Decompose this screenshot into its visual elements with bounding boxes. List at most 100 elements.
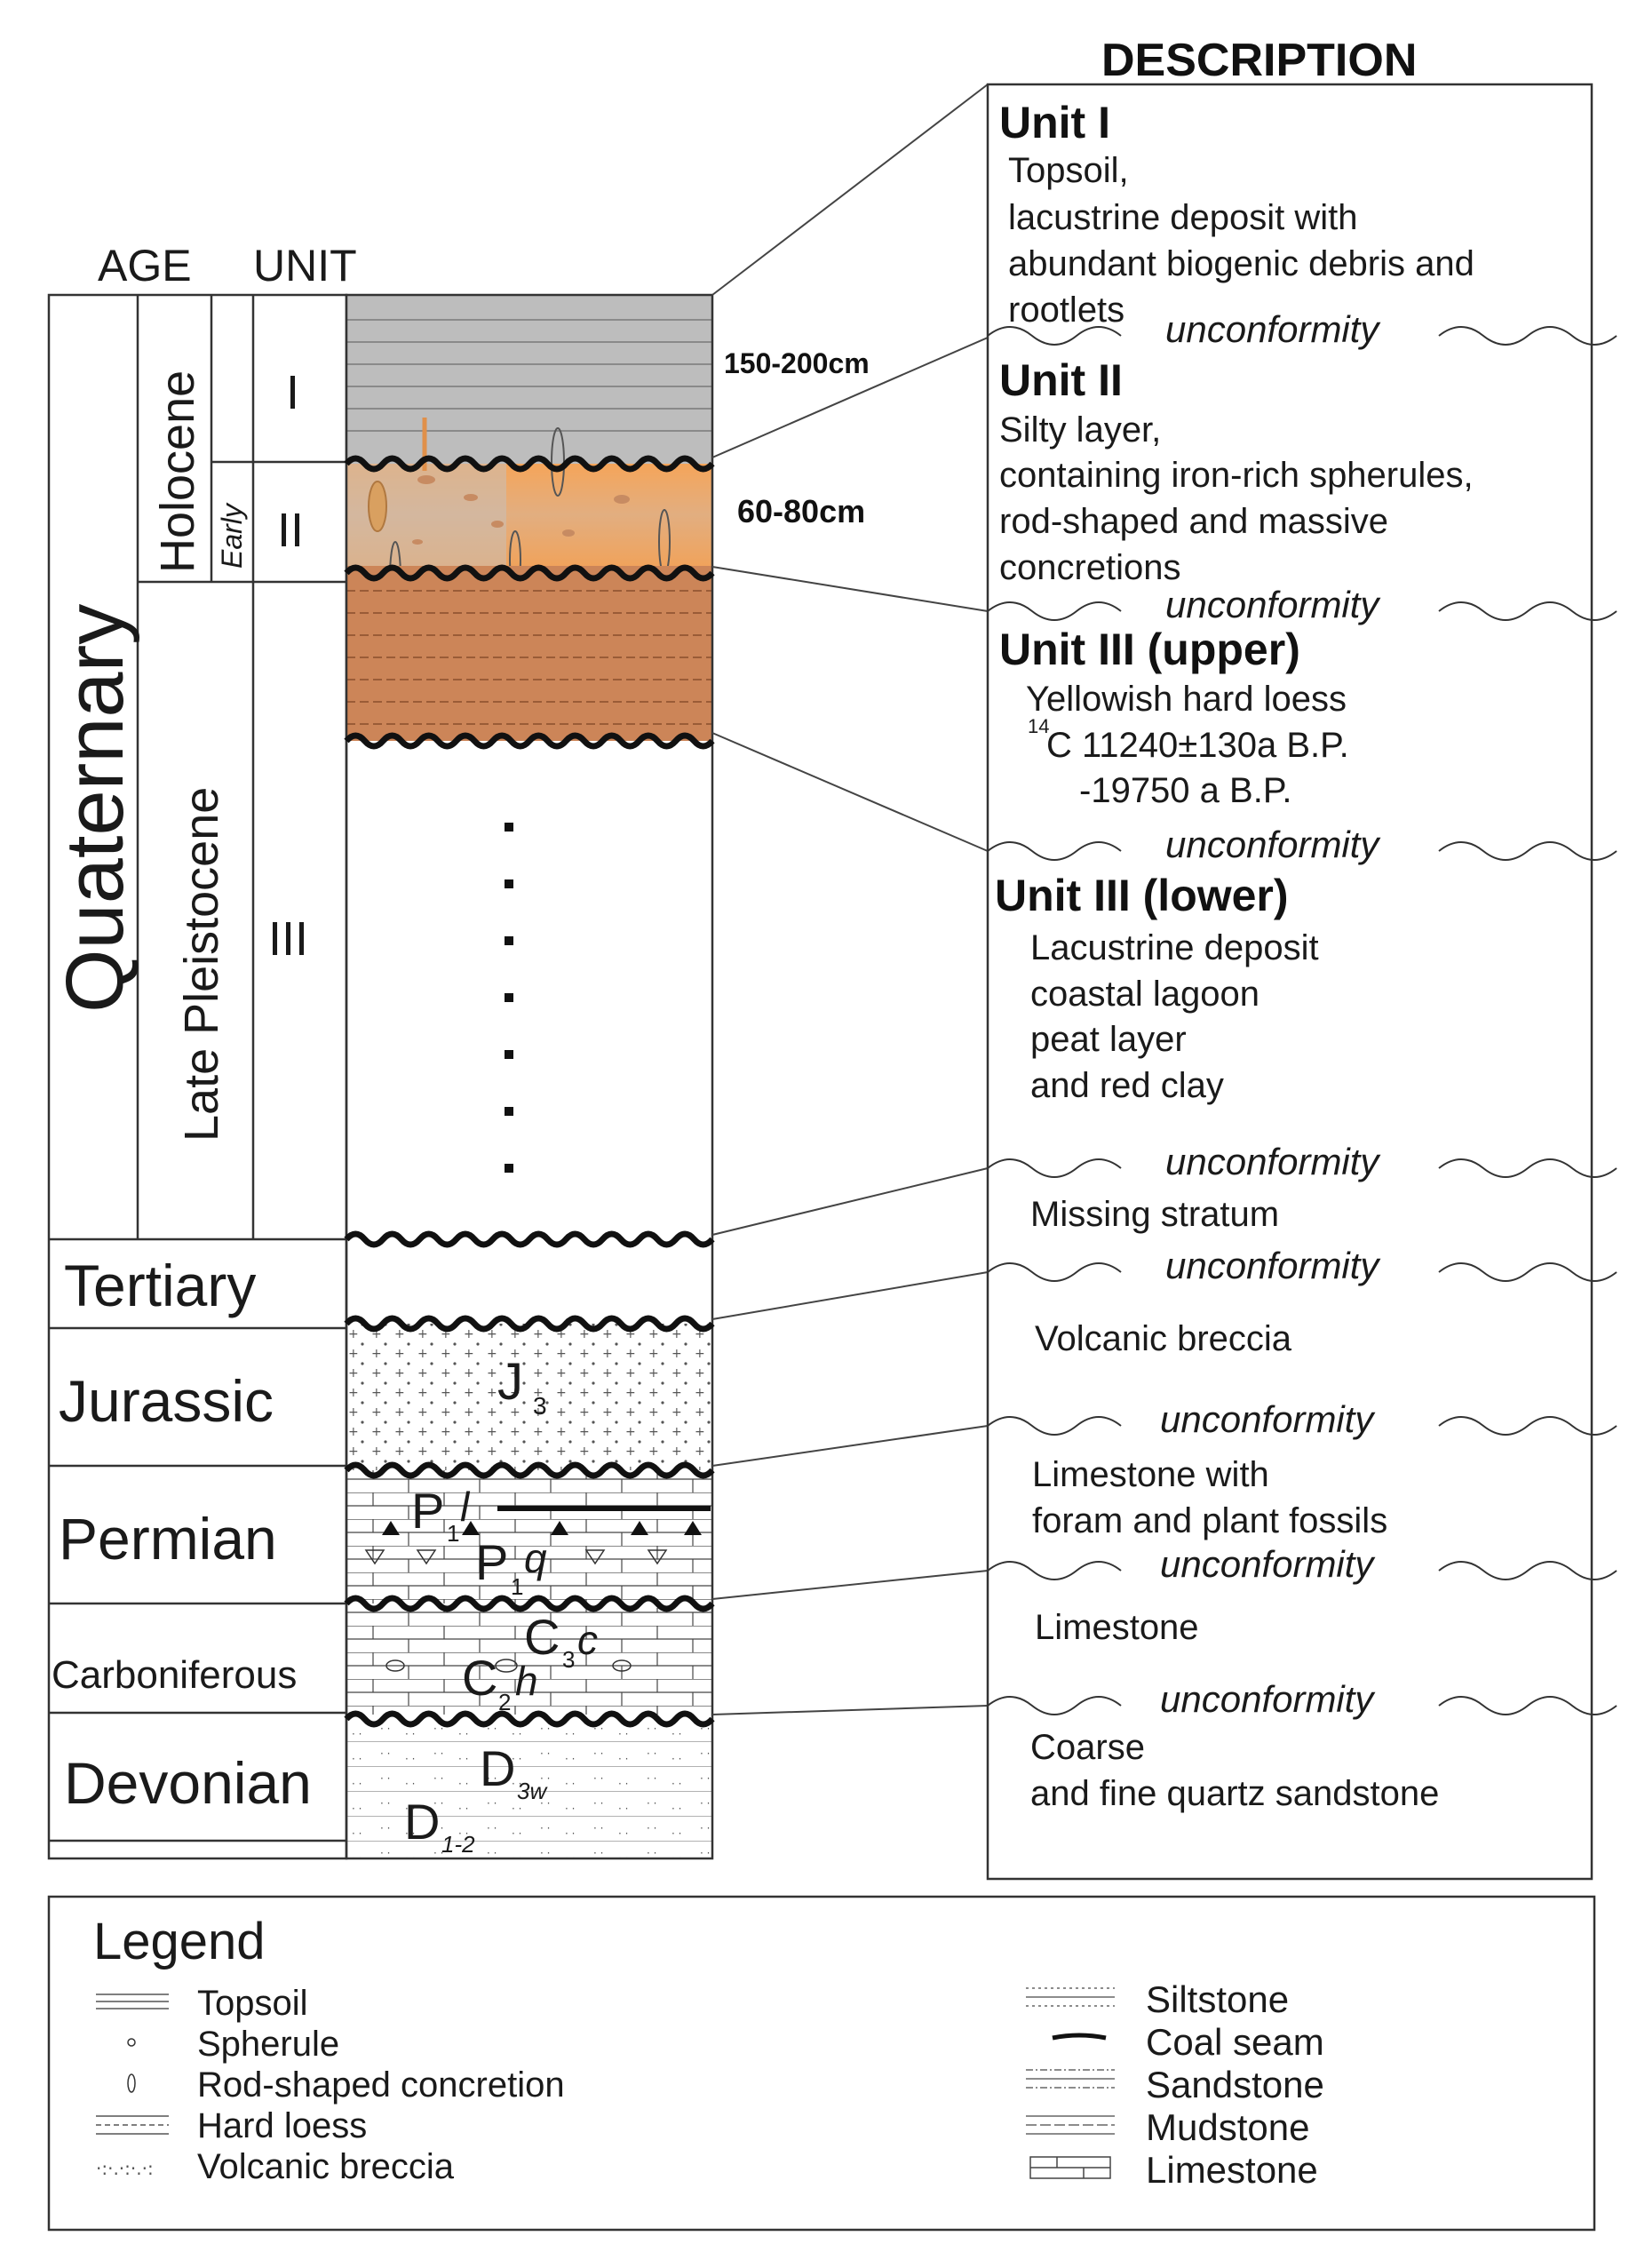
topsoil-lines [346, 319, 712, 432]
legend-rod-symbol [127, 2073, 136, 2093]
legend-item: Sandstone [1146, 2064, 1324, 2105]
desc-unit2: Unit II Silty layer, containing iron-ric… [999, 355, 1474, 587]
legend-sandstone-symbol [1026, 2069, 1115, 2089]
connector-lines [711, 84, 989, 1715]
description-unconformity-waves [987, 326, 1617, 1715]
layer-hard-loess [346, 566, 712, 741]
desc-unit3-upper-line: C 11240±130a B.P. [1046, 726, 1349, 765]
legend-item: Coal seam [1146, 2021, 1324, 2063]
desc-unit3-upper-line: Yellowish hard loess [1026, 680, 1347, 719]
desc-unit3-upper-line: -19750 a B.P. [1079, 771, 1291, 810]
formation-p1q-sup: q [524, 1535, 547, 1581]
formation-p1l-main: P [411, 1483, 444, 1539]
legend-volcanic-symbol: ·:·.·:·.·: [96, 2158, 154, 2179]
formation-p1q-sub: 1 [511, 1573, 523, 1600]
age-early: Early [216, 502, 248, 569]
formation-p1q: P 1 q [475, 1534, 547, 1600]
layer-devonian-sandstone [346, 1719, 712, 1861]
thickness-unit2: 60-80cm [737, 493, 865, 529]
spherules [412, 475, 630, 545]
loess-lines [346, 590, 712, 725]
formation-c3c-main: C [524, 1609, 560, 1665]
desc-unit3-lower-title: Unit III (lower) [995, 871, 1289, 920]
unconformity-label-1: unconformity [1165, 308, 1381, 350]
legend-box [47, 1895, 1596, 2232]
unconformity-label-3: unconformity [1165, 824, 1381, 865]
legend-topsoil-symbol [96, 1993, 169, 2009]
formation-p1l: P 1 l [411, 1483, 471, 1547]
formation-d12: D 1-2 [404, 1794, 475, 1858]
legend-item: Spherule [197, 2025, 339, 2064]
unconformity-label-4: unconformity [1165, 1141, 1381, 1182]
legend-spherule-symbol [127, 2038, 136, 2047]
desc-unit1-line: lacustrine deposit with [1008, 198, 1358, 237]
missing-section-dots [505, 823, 513, 1173]
age-jurassic: Jurassic [59, 1368, 274, 1434]
age-carboniferous: Carboniferous [52, 1653, 297, 1697]
desc-unit1-line: rootlets [1008, 290, 1124, 330]
legend-mudstone-symbol [1026, 2115, 1115, 2135]
layer-volcanic-breccia [346, 1324, 712, 1470]
desc-unit1-line: Topsoil, [1008, 151, 1129, 190]
age-header: AGE [98, 241, 192, 290]
unconformity-label-6: unconformity [1160, 1398, 1376, 1440]
desc-unit3-lower-line: Lacustrine deposit [1030, 928, 1319, 967]
legend-item: Topsoil [197, 1984, 308, 2023]
age-quaternary: Quaternary [50, 604, 140, 1013]
carboniferous-fossil-marks [385, 1659, 632, 1673]
thickness-unit1: 150-200cm [724, 347, 870, 379]
desc-volcanic-breccia: Volcanic breccia [1035, 1319, 1292, 1358]
formation-d3w-sub: 3w [517, 1778, 548, 1804]
unit-ii-label: II [277, 504, 304, 557]
desc-unit2-line: concretions [999, 548, 1181, 587]
legend-limestone-symbol [1029, 2156, 1111, 2179]
unconformity-labels: unconformity unconformity unconformity u… [1160, 308, 1381, 1720]
formation-c3c-sup: c [577, 1617, 598, 1663]
desc-unit3-lower-line: peat layer [1030, 1020, 1187, 1059]
formation-p1l-sub: 1 [447, 1520, 459, 1547]
column-border [345, 293, 714, 1860]
formation-c3c-sub: 3 [562, 1646, 575, 1673]
legend-item: Limestone [1146, 2149, 1318, 2191]
legend-item: Siltstone [1146, 1978, 1289, 2020]
formation-c2h: C 2 h [462, 1650, 538, 1715]
legend-hard-loess-symbol [96, 2115, 169, 2135]
desc-sandstone-line: and fine quartz sandstone [1030, 1774, 1439, 1813]
desc-unit3-upper-title: Unit III (upper) [999, 625, 1300, 674]
desc-limestone-fossils-line: Limestone with [1032, 1455, 1269, 1494]
desc-unit2-title: Unit II [999, 355, 1123, 405]
desc-unit1-line: abundant biogenic debris and [1008, 244, 1474, 283]
strat-column: J 3 P 1 l P 1 q C 3 c C 2 h D 3w D 1-2 [344, 293, 870, 1861]
formation-c2h-sub: 2 [498, 1689, 511, 1715]
unit-iii-label: III [268, 912, 308, 966]
legend-item: Rod-shaped concretion [197, 2065, 565, 2105]
unit-i-label: I [286, 366, 299, 419]
legend-item: Mudstone [1146, 2106, 1309, 2148]
age-holocene: Holocene [151, 370, 204, 573]
legend-item: Hard loess [197, 2106, 367, 2145]
layer-permian-limestone [346, 1470, 712, 1604]
formation-c2h-main: C [462, 1650, 497, 1706]
unconformity-label-2: unconformity [1165, 584, 1381, 625]
formation-j3: J 3 [497, 1353, 547, 1420]
formation-p1q-main: P [475, 1534, 508, 1590]
desc-unit3-lower-line: and red clay [1030, 1066, 1224, 1105]
unconformity-label-5: unconformity [1165, 1245, 1381, 1286]
formation-j3-sub: 3 [533, 1392, 547, 1420]
legend-siltstone-symbol [1026, 1987, 1115, 2007]
formation-j3-main: J [497, 1353, 523, 1411]
desc-unit1-title: Unit I [999, 98, 1110, 147]
formation-d12-sub: 1-2 [441, 1831, 475, 1858]
legend-coal-seam-symbol [1052, 2033, 1107, 2041]
age-devonian: Devonian [64, 1750, 312, 1816]
age-late-pleistocene: Late Pleistocene [175, 787, 228, 1142]
age-tertiary: Tertiary [64, 1253, 256, 1318]
formation-p1l-sup: l [460, 1484, 471, 1530]
desc-unit1: Unit I Topsoil, lacustrine deposit with … [999, 98, 1474, 330]
desc-unit2-line: containing iron-rich spherules, [999, 456, 1474, 495]
description-box [986, 83, 1593, 1881]
formation-d12-main: D [404, 1794, 440, 1850]
unconformity-label-7: unconformity [1160, 1543, 1376, 1585]
legend: Legend ·:·.·:·.·: Topsoil Spherule Rod-s… [47, 1895, 1596, 2232]
